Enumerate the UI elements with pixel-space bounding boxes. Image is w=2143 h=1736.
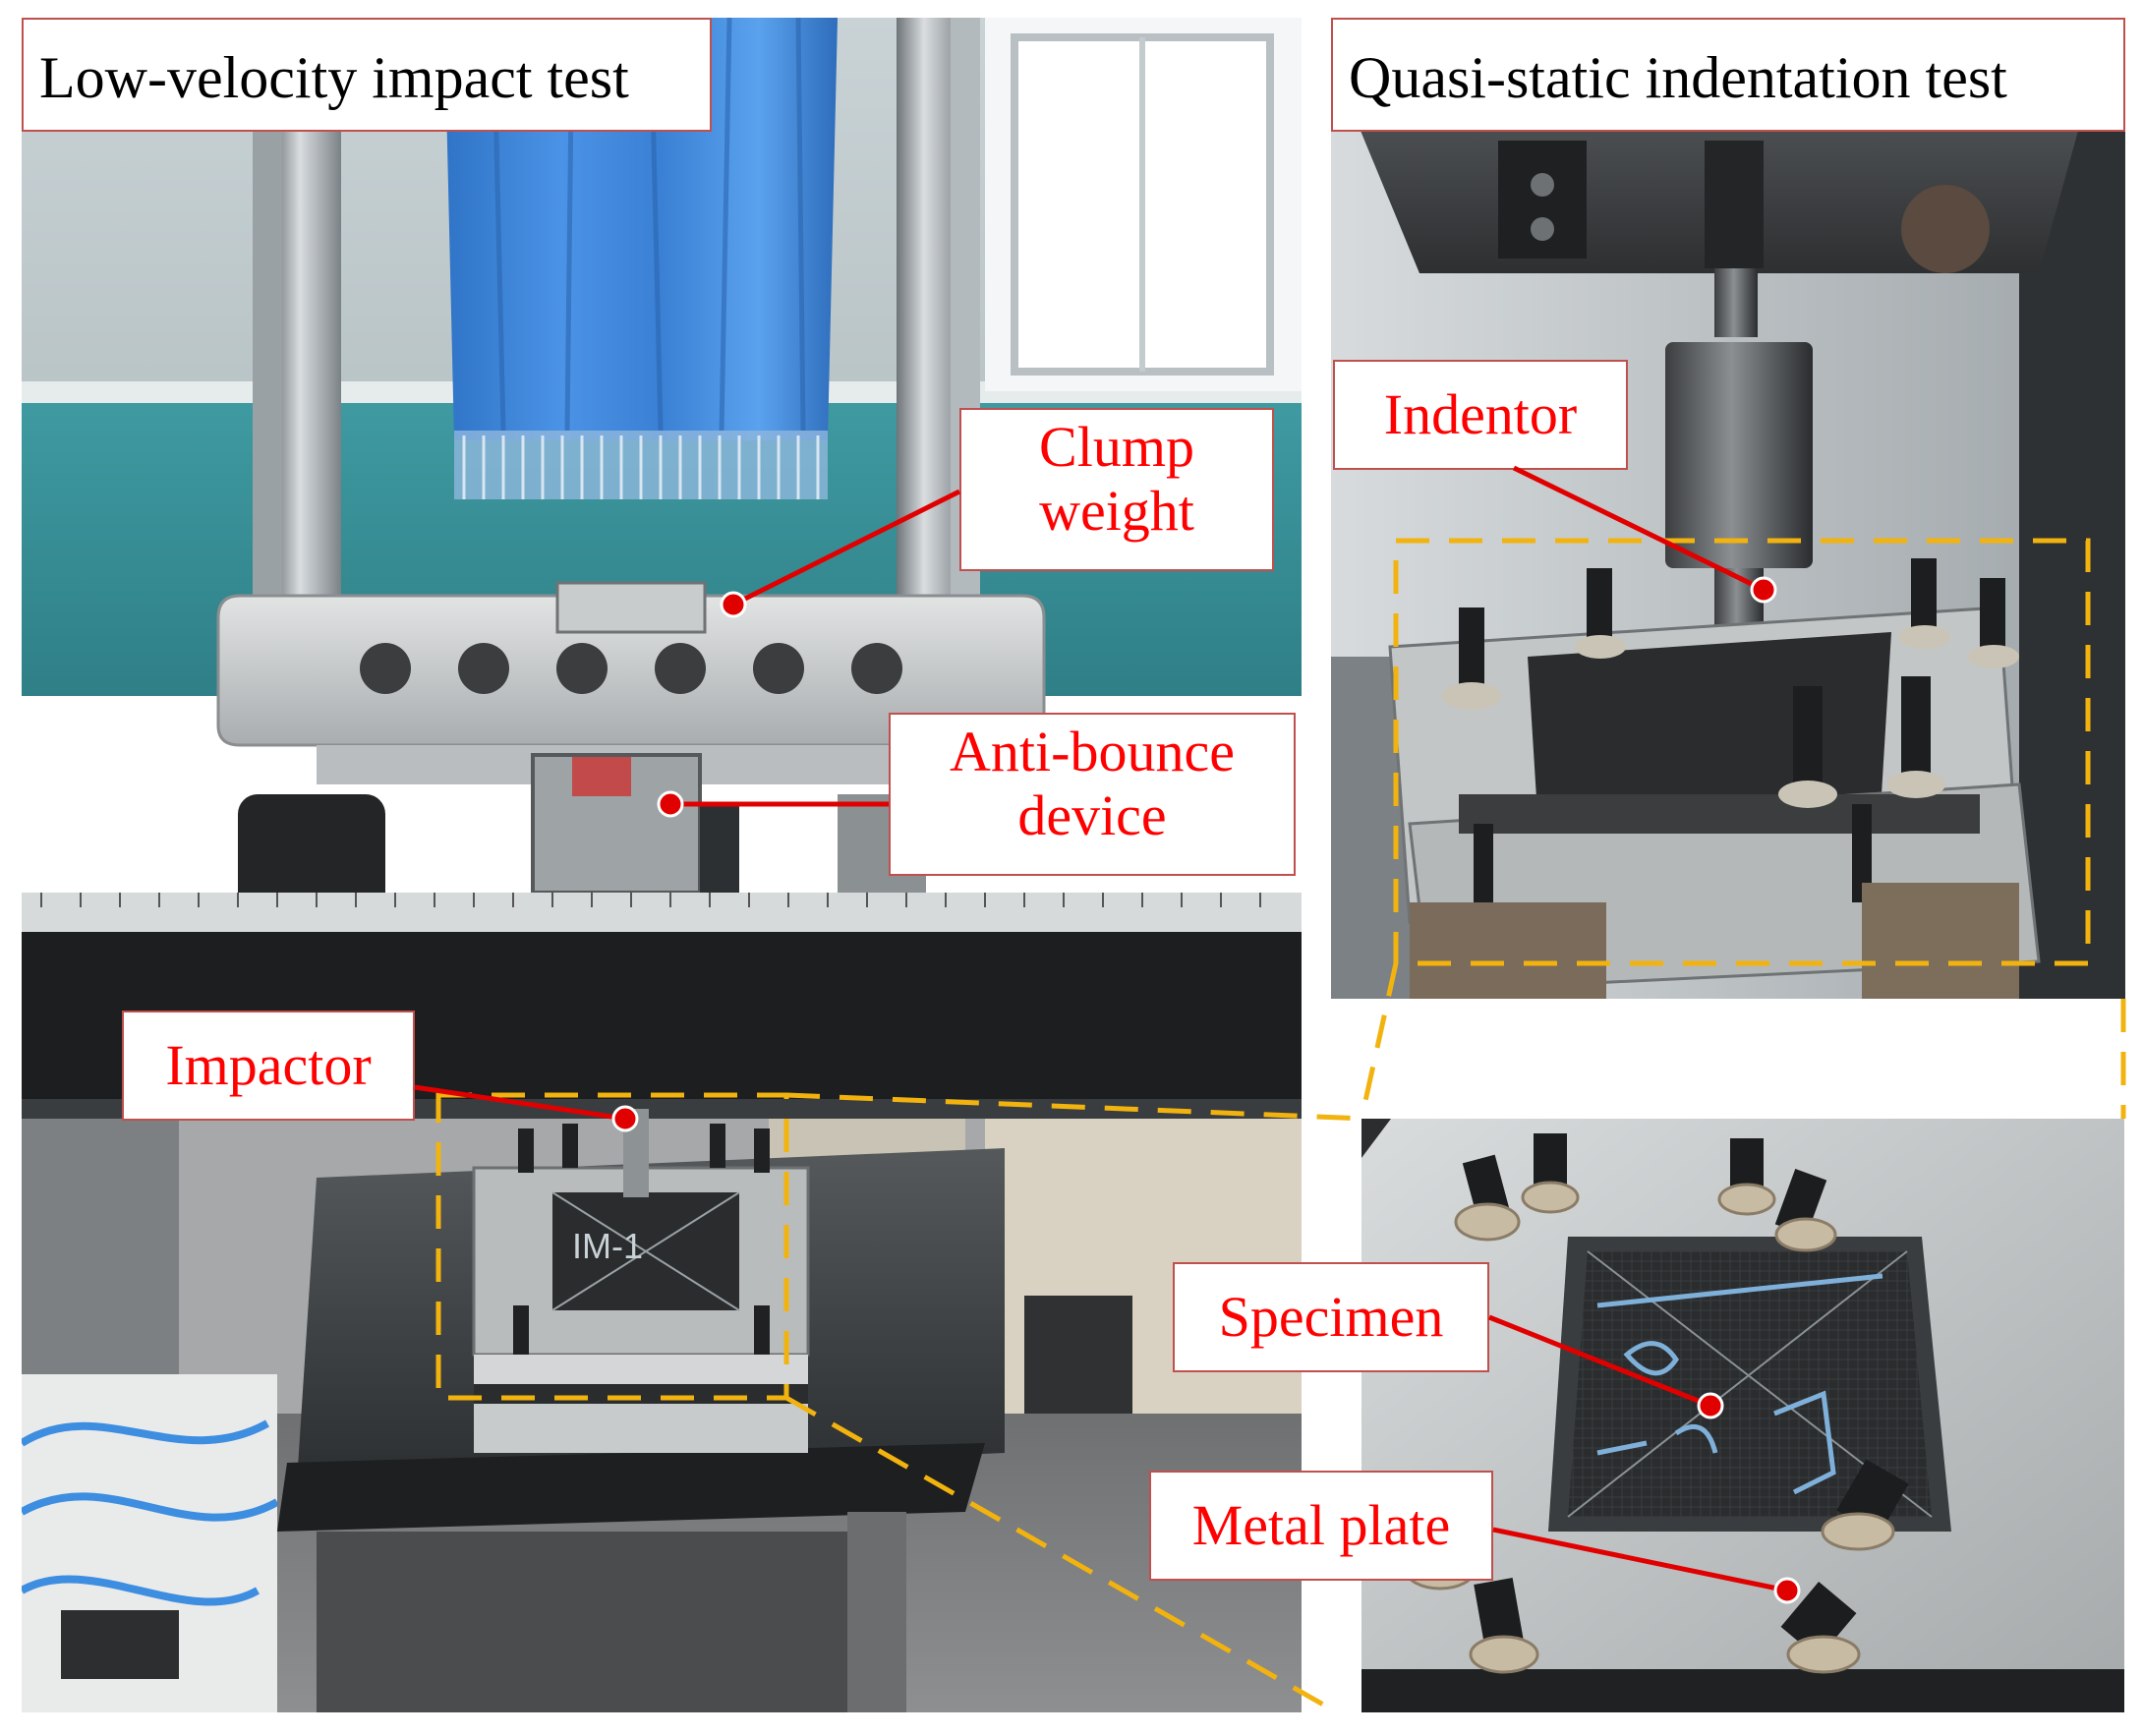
zoomed-fixture-photo: [1361, 1119, 2124, 1712]
callout-impactor: Impactor: [122, 1011, 415, 1121]
callout-metal-plate: Metal plate: [1149, 1471, 1493, 1581]
indentation-panel-title: Quasi-static indentation test: [1331, 18, 2125, 132]
specimen-marking: IM-1: [572, 1226, 643, 1266]
callout-specimen: Specimen: [1173, 1262, 1489, 1372]
callout-anti-bounce-text: Anti-bounce device: [950, 720, 1235, 847]
callout-indentor: Indentor: [1333, 360, 1628, 470]
indentation-test-photo: [1331, 18, 2125, 999]
callout-clump-weight-text: Clump weight: [1039, 415, 1194, 543]
impact-panel-title: Low-velocity impact test: [22, 18, 712, 132]
callout-clump-weight: Clump weight: [959, 408, 1274, 571]
callout-anti-bounce: Anti-bounce device: [889, 713, 1296, 876]
